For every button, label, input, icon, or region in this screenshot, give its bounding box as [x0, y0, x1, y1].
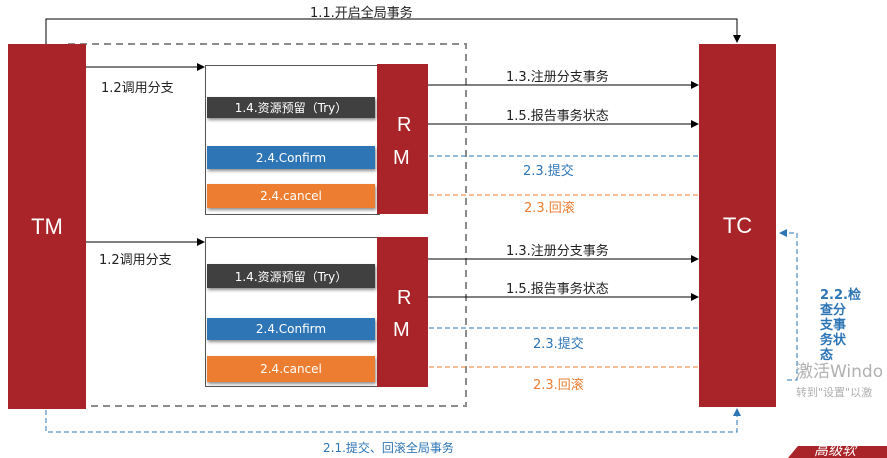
tc-label: TC	[722, 212, 753, 238]
try-step: 1.4.资源预留（Try）	[207, 264, 375, 288]
rollback-label: 2.3.回滚	[524, 201, 575, 216]
tm-node: TM	[8, 44, 86, 409]
try-step: 1.4.资源预留（Try）	[207, 97, 375, 118]
try-label: 1.4.资源预留（Try）	[234, 101, 348, 115]
begin-global-label: 1.1.开启全局事务	[310, 6, 413, 21]
confirm-label: 2.4.Confirm	[255, 150, 327, 165]
cancel-label: 2.4.cancel	[260, 362, 322, 376]
report-status-label: 1.5.报告事务状态	[506, 109, 609, 124]
check-status-label: 2.2.检 查分 支事 务状 态	[820, 288, 861, 363]
commit-rollback-global-arrow	[45, 408, 741, 433]
register-branch-label: 1.3.注册分支事务	[506, 244, 609, 259]
check-status-arrow	[779, 229, 798, 381]
confirm-label: 2.4.Confirm	[255, 322, 327, 336]
corner-tag-text: 高级软	[814, 446, 856, 458]
confirm-step: 2.4.Confirm	[207, 146, 375, 169]
rm-label-m: M	[393, 147, 410, 169]
rm-node: R M	[377, 237, 428, 387]
rm-node: R M	[377, 64, 428, 214]
rm-label-m: M	[393, 319, 410, 341]
try-label: 1.4.资源预留（Try）	[234, 269, 348, 284]
rm-label-r: R	[397, 287, 412, 309]
commit-label: 2.3.提交	[533, 337, 584, 352]
call-branch-label: 1.2调用分支	[101, 81, 174, 96]
rm-label-r: R	[397, 114, 412, 136]
call-branch-label: 1.2调用分支	[99, 253, 172, 268]
begin-global-arrow	[45, 18, 741, 44]
watermark-line1: 激活Windo	[796, 362, 884, 382]
cancel-step: 2.4.cancel	[207, 356, 375, 382]
report-status-label: 1.5.报告事务状态	[506, 282, 609, 297]
tm-label: TM	[31, 213, 63, 239]
confirm-step: 2.4.Confirm	[207, 318, 375, 340]
tc-node: TC	[699, 44, 776, 407]
watermark-line2: 转到"设置"以激	[796, 386, 873, 399]
register-branch-label: 1.3.注册分支事务	[506, 70, 609, 85]
cancel-label: 2.4.cancel	[260, 189, 322, 203]
cancel-step: 2.4.cancel	[207, 184, 375, 208]
commit-label: 2.3.提交	[523, 164, 574, 179]
rollback-label: 2.3.回滚	[533, 378, 584, 393]
corner-tag: 高级软	[788, 446, 887, 458]
commit-rollback-global-label: 2.1.提交、回滚全局事务	[323, 441, 454, 455]
